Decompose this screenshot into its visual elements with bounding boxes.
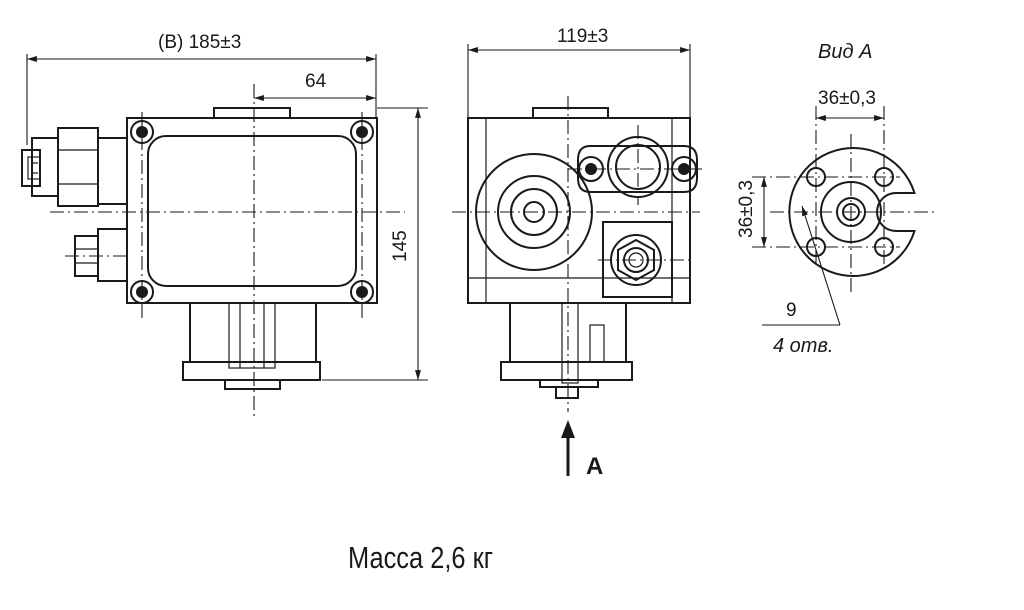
- mass-label: Масса 2,6 кг: [348, 540, 494, 575]
- view-a-vertical-label: 36±0,3: [736, 180, 757, 238]
- hole-diameter-label: 9: [786, 300, 797, 321]
- bottom-mount: [182, 302, 321, 390]
- view-arrow-label: A: [586, 453, 603, 480]
- hole-count-label: 4 отв.: [773, 335, 833, 357]
- side-width-label: 119±3: [557, 26, 608, 47]
- view-a-title: Вид А: [818, 41, 872, 63]
- side-view: 119±3 A: [452, 26, 705, 480]
- front-view: (B) 185±3 64 145: [21, 32, 428, 418]
- overall-width-label: (B) 185±3: [158, 32, 241, 53]
- view-a-horizontal-label: 36±0,3: [818, 88, 876, 109]
- height-dimension-label: 145: [390, 230, 411, 262]
- cable-gland: [21, 127, 128, 207]
- view-a: Вид А 36±0,3 36±0,3 9 4 отв.: [736, 41, 935, 357]
- offset-dimension-label: 64: [305, 71, 327, 92]
- side-plug: [74, 228, 128, 282]
